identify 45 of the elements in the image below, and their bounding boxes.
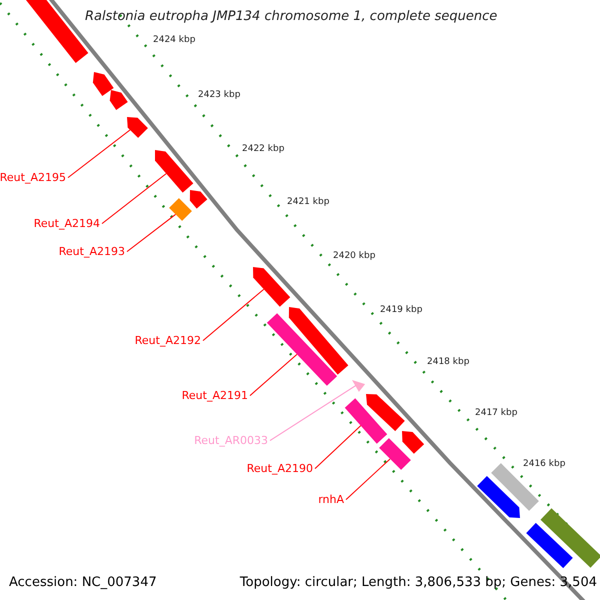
tick-label: 2422 kbp [242,144,284,155]
gene-feature [477,476,520,518]
gene-feature [190,190,208,209]
gene-feature [92,72,114,96]
tick-label: 2419 kbp [380,305,422,316]
leader-line [102,173,167,224]
leader-line [346,458,391,500]
gene-feature [253,267,290,307]
gene-label: Reut_A2193 [58,245,125,258]
gene-feature [402,431,424,454]
gene-feature [155,150,194,193]
gene-feature [352,380,366,392]
gene-feature [344,398,388,444]
gene-label: Reut_A2192 [134,334,201,348]
gene-feature [288,307,348,375]
accession-text: Accession: NC_007347 [9,575,157,591]
leader-line [250,354,298,396]
genome-info-text: Topology: circular; Length: 3,806,533 bp; Genes: 3,504 [240,575,597,591]
tick-label: 2424 kbp [153,35,196,46]
leader-line [68,129,131,178]
gene-feature [266,313,338,386]
tick-label: 2421 kbp [287,197,330,208]
tick-label: 2417 kbp [475,408,518,419]
leader-line [126,214,176,252]
map-title: Ralstonia eutropha JMP134 chromosome 1, complete sequence [85,9,498,25]
tick-label: 2420 kbp [333,251,376,262]
tick-label: 2423 kbp [198,90,240,101]
gene-feature [540,508,600,568]
gene-feature [366,394,405,432]
gene-feature [110,90,128,110]
gene-feature [169,198,192,221]
leader-line [202,288,264,342]
gene-label: Reut_AR0033 [194,434,268,448]
tick-label: 2416 kbp [523,459,566,470]
gene-label: Reut_A2194 [34,217,100,230]
leader-line [314,425,362,470]
tick-label: 2418 kbp [427,357,470,368]
gene-label: Reut_A2195 [0,171,66,184]
gene-feature [526,522,573,568]
gene-label: Reut_A2191 [182,389,248,402]
gene-label: Reut_A2190 [246,462,313,476]
gene-label: rnhA [318,493,344,506]
gene-feature [127,117,148,138]
gene-feature [379,438,411,470]
leader-line [270,385,356,442]
